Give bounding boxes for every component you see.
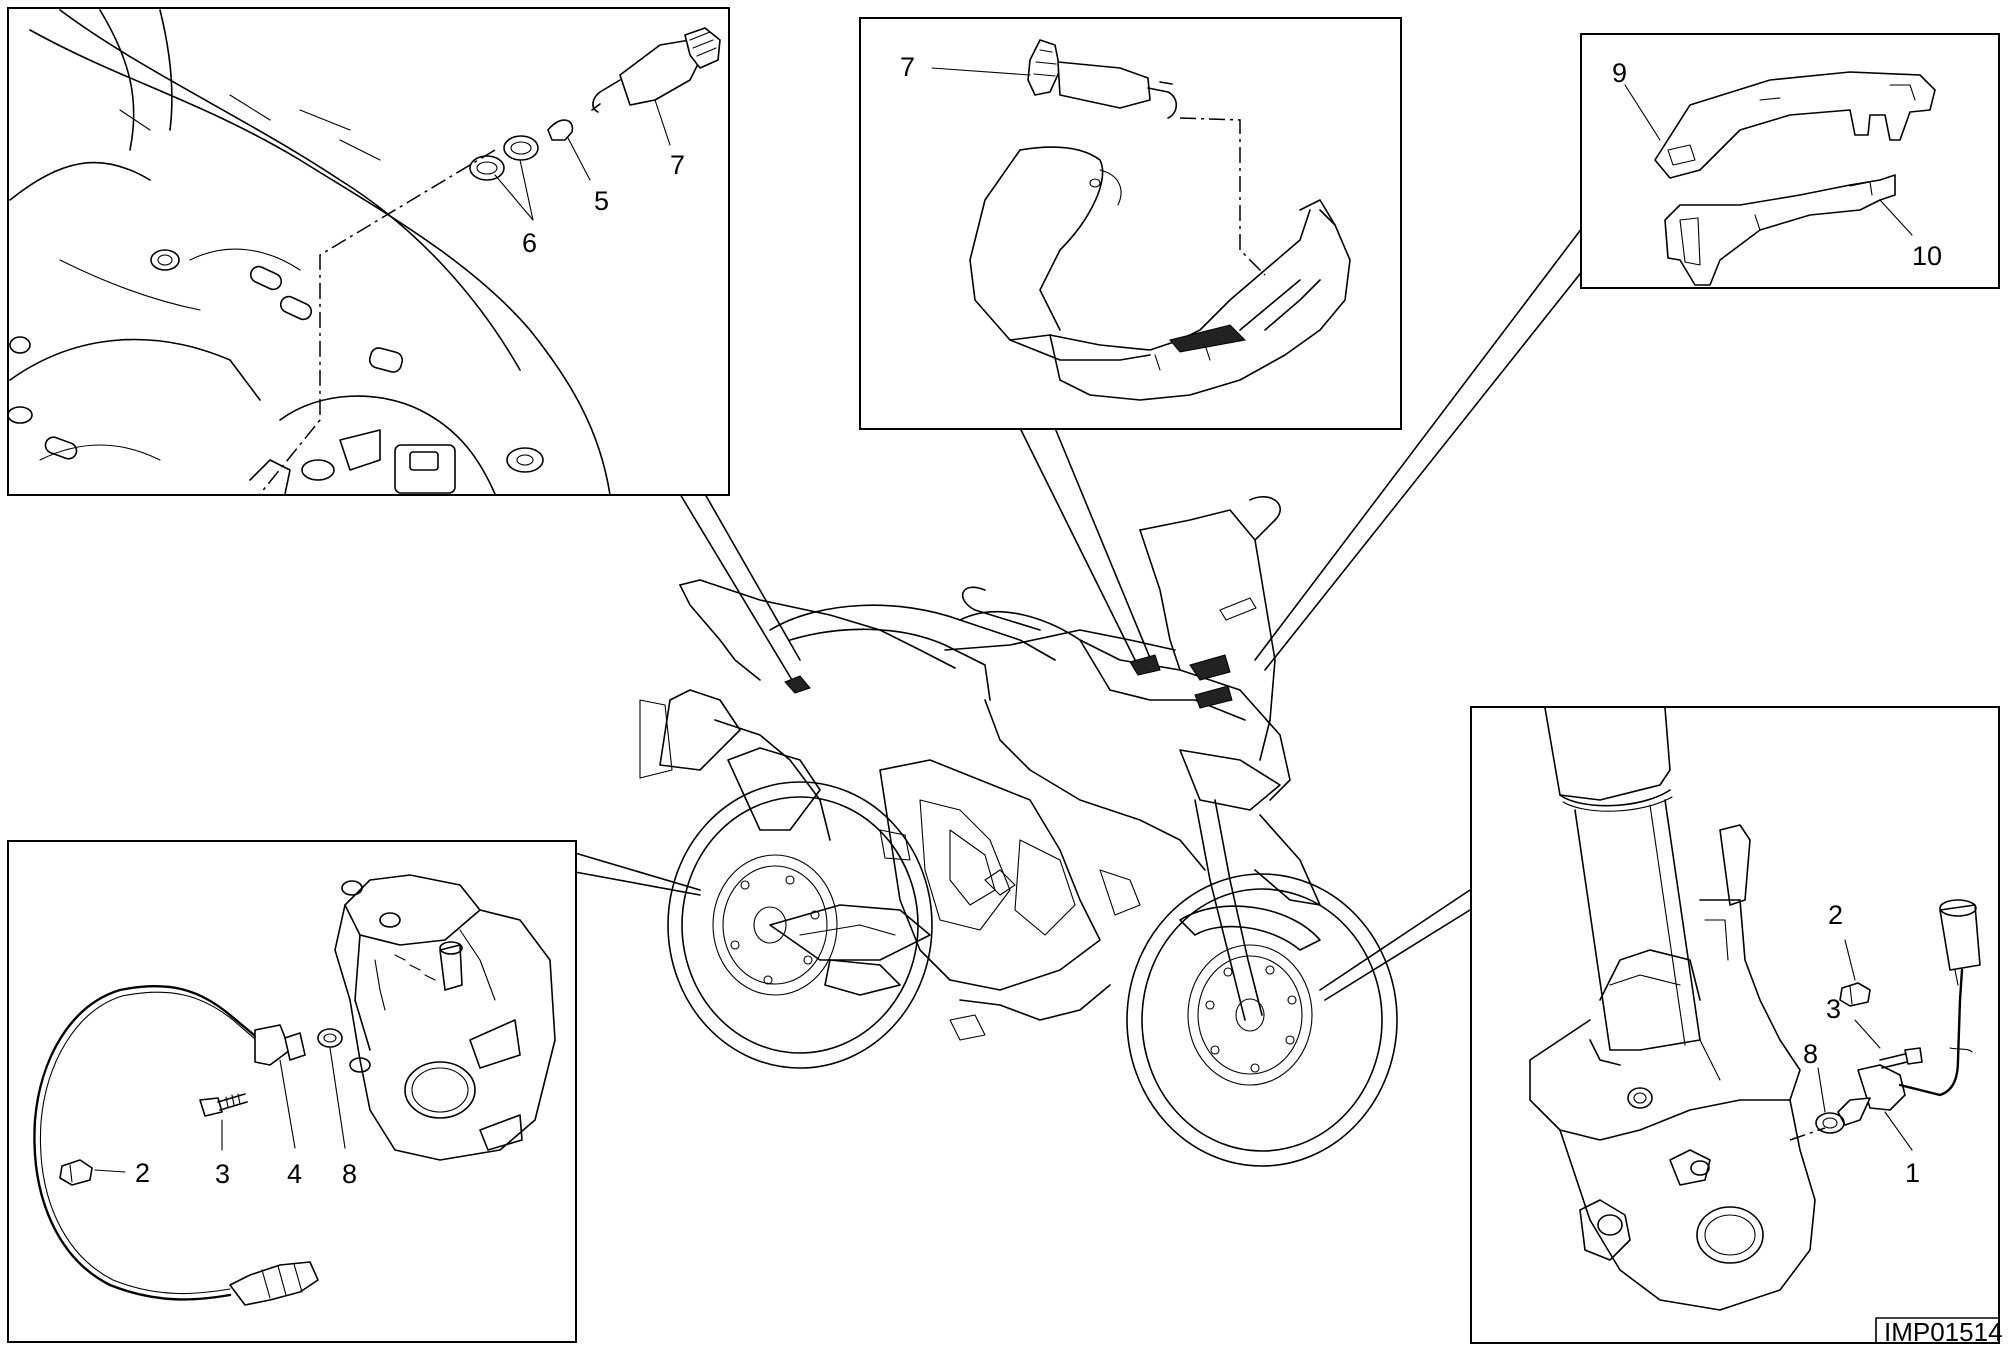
callout-2: 2: [1828, 900, 1843, 930]
socket-connector-7: [1027, 39, 1178, 119]
callout-1: 1: [1905, 1158, 1920, 1188]
wheel-speed-sensor-front: [1837, 899, 1981, 1126]
callout-7: 7: [670, 150, 685, 180]
panel-bottom-right: 2 3 8 1: [1470, 706, 2000, 1344]
callout-5: 5: [594, 186, 609, 216]
callout-2: 2: [135, 1158, 150, 1188]
brake-caliper: [334, 874, 556, 1161]
panel-top-middle: 7: [859, 17, 1402, 430]
motorcycle-illustration: [639, 495, 1398, 1167]
callout-4: 4: [287, 1159, 302, 1189]
callout-8: 8: [1803, 1039, 1818, 1069]
callout-6: 6: [522, 228, 537, 258]
panel-top-right: 9 10: [1580, 33, 2000, 289]
bracket-part-10: [1664, 174, 1896, 286]
socket-connector-7: [591, 27, 721, 113]
callout-9: 9: [1612, 58, 1627, 88]
callout-3: 3: [1826, 994, 1841, 1024]
callout-10: 10: [1912, 241, 1942, 271]
callout-3: 3: [215, 1159, 230, 1189]
drawing-code-box: IMP01514: [1875, 1317, 2003, 1347]
drawing-code: IMP01514: [1884, 1317, 2003, 1347]
panel-leader-lines: [574, 227, 1596, 1001]
bolt-3: [199, 1093, 248, 1117]
callout-8: 8: [342, 1159, 357, 1189]
callout-7: 7: [900, 52, 915, 82]
panel-top-left: 5 6 7: [7, 7, 730, 496]
panel-bottom-left: 2 3 4 8: [7, 840, 577, 1343]
bracket-part-9: [1654, 71, 1936, 179]
wheel-speed-sensor: [33, 984, 343, 1306]
brake-disc-holes: [730, 875, 1297, 1073]
